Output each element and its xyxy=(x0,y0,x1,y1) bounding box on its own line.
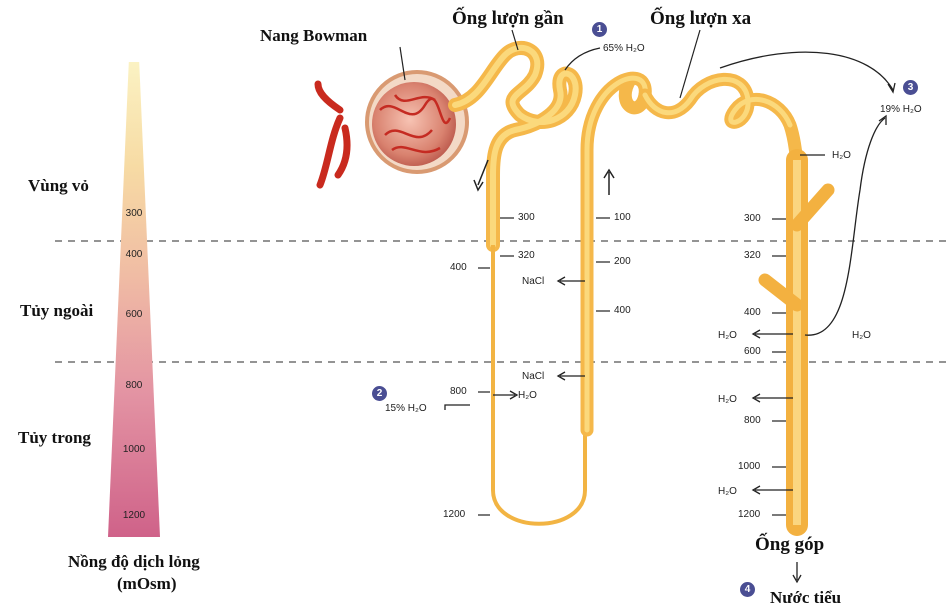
asc-tick-200: 200 xyxy=(614,256,631,267)
h2o-label-cd-1: H₂O xyxy=(718,330,737,341)
water-65-label: 65% H₂O xyxy=(603,43,645,54)
scale-600: 600 xyxy=(108,309,160,320)
desc-tick-400: 400 xyxy=(450,262,467,273)
badge-1: 1 xyxy=(592,22,607,37)
cd-tick-400: 400 xyxy=(744,307,761,318)
h2o-label-outer: H₂O xyxy=(852,330,871,341)
scale-1200: 1200 xyxy=(108,510,160,521)
h2o-label-cd-3: H₂O xyxy=(718,486,737,497)
cd-tick-300: 300 xyxy=(744,213,761,224)
scale-300: 300 xyxy=(108,208,160,219)
desc-tick-1200: 1200 xyxy=(443,509,465,520)
h2o-label-cd-2: H₂O xyxy=(718,394,737,405)
gradient-title: Nồng độ dịch lỏng xyxy=(68,552,200,572)
label-distal-tubule: Ống lượn xa xyxy=(650,8,751,30)
gradient-unit: (mOsm) xyxy=(117,574,176,594)
cd-tick-800: 800 xyxy=(744,415,761,426)
scale-1000: 1000 xyxy=(108,444,160,455)
nacl-label-2: NaCl xyxy=(522,371,544,382)
glomerulus xyxy=(372,82,456,166)
badge-3: 3 xyxy=(903,80,918,95)
desc-tick-800: 800 xyxy=(450,386,467,397)
scale-400: 400 xyxy=(108,249,160,260)
desc-tick-320: 320 xyxy=(518,250,535,261)
cd-tick-320: 320 xyxy=(744,250,761,261)
h2o-arrow-1 xyxy=(565,48,600,70)
cd-tick-1200: 1200 xyxy=(738,509,760,520)
desc-tick-300: 300 xyxy=(518,212,535,223)
label-bowman: Nang Bowman xyxy=(260,26,367,46)
label-proximal-tubule: Ống lượn gần xyxy=(452,8,564,30)
cd-tick-1000: 1000 xyxy=(738,461,760,472)
distal-tubule xyxy=(645,79,797,160)
badge-2: 2 xyxy=(372,386,387,401)
cd-tick-600: 600 xyxy=(744,346,761,357)
asc-tick-100: 100 xyxy=(614,212,631,223)
asc-tick-400: 400 xyxy=(614,305,631,316)
ascending-limb xyxy=(587,78,645,430)
nacl-label-1: NaCl xyxy=(522,276,544,287)
scale-800: 800 xyxy=(108,380,160,391)
zone-cortex: Vùng vỏ xyxy=(28,176,89,196)
water-15-label: 15% H₂O xyxy=(385,403,427,414)
zone-inner-medulla: Tủy trong xyxy=(18,428,91,448)
arteriole xyxy=(318,84,347,185)
label-urine: Nước tiểu xyxy=(770,588,841,608)
zone-outer-medulla: Tủy ngoài xyxy=(20,301,93,321)
h2o-label-descending: H₂O xyxy=(518,390,537,401)
water-19-label: 19% H₂O xyxy=(880,104,922,115)
h2o-label-cd-top: H₂O xyxy=(832,150,851,161)
label-collecting-duct: Ống góp xyxy=(755,534,824,556)
badge-4: 4 xyxy=(740,582,755,597)
